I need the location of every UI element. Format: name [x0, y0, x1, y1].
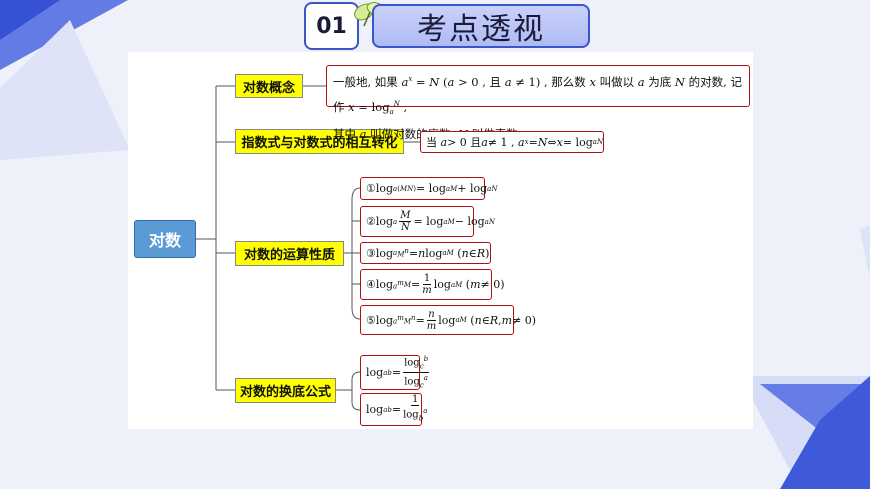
page-title: 考点透视	[372, 4, 590, 48]
root-node-logarithm: 对数	[134, 220, 196, 258]
topic-log-properties: 对数的运算性质	[235, 241, 344, 266]
section-number: 01	[304, 2, 359, 50]
topic-log-concept: 对数概念	[235, 74, 303, 98]
topic-exp-log-conversion: 指数式与对数式的相互转化	[235, 129, 404, 154]
content-panel	[128, 52, 753, 429]
leaf-log-definition: 一般地, 如果 ax = N (a > 0 , 且 a ≠ 1) , 那么数 x…	[326, 65, 750, 141]
topic-change-of-base: 对数的换底公式	[235, 378, 336, 403]
